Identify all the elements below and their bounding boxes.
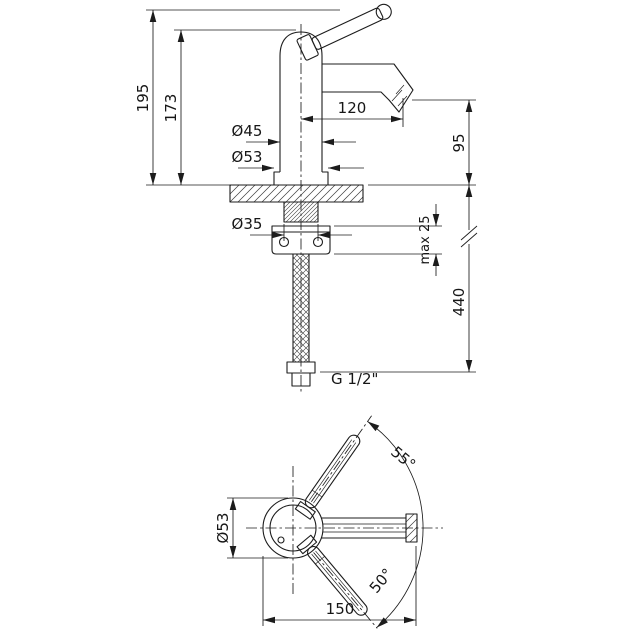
lever-position-down	[296, 534, 368, 616]
top-view-dimensions	[227, 421, 424, 628]
side-view-dimensions	[146, 9, 478, 373]
dim-top-body-diameter: Ø53	[214, 513, 232, 544]
side-view: 195 173 Ø45 Ø53 120 95 Ø35 max 25 440 G …	[134, 3, 478, 394]
dim-body-height: 173	[162, 94, 180, 123]
top-view-outline	[246, 415, 443, 629]
dim-spout-height: 95	[450, 133, 468, 152]
top-view-labels: 55° 50° Ø53 150	[214, 443, 419, 618]
spout-top	[321, 513, 418, 543]
angle-arc	[367, 421, 424, 628]
body-cap	[279, 31, 323, 57]
dim-base-diameter: Ø53	[232, 148, 263, 166]
aerator-hatch	[391, 84, 408, 107]
dim-total-height: 195	[134, 84, 152, 113]
dim-thread-size: G 1/2"	[331, 370, 378, 388]
faucet-outline	[229, 3, 414, 394]
dim-lever-angle-up: 55°	[387, 443, 419, 474]
dim-max-deck-thickness: max 25	[418, 216, 433, 265]
top-view: 55° 50° Ø53 150	[214, 415, 443, 629]
dim-shank-diameter: Ø35	[232, 215, 263, 233]
spout	[322, 63, 414, 113]
dim-spout-reach: 120	[338, 99, 367, 117]
dim-hose-length: 440	[450, 288, 468, 317]
dim-lever-angle-down: 50°	[366, 565, 397, 597]
dim-body-diameter: Ø45	[232, 122, 263, 140]
side-view-labels: 195 173 Ø45 Ø53 120 95 Ø35 max 25 440 G …	[134, 84, 468, 388]
lever-position-up	[294, 434, 361, 520]
flexible-hose	[292, 253, 310, 363]
hose-thread-end	[291, 372, 311, 387]
dim-overall-length: 150	[326, 600, 355, 618]
pin-detail	[277, 536, 285, 544]
lever-handle	[296, 3, 392, 61]
body-circle-inner	[269, 504, 317, 552]
mounting-deck	[229, 184, 364, 203]
threaded-shank	[283, 201, 319, 223]
body-circle-outer	[262, 497, 324, 559]
